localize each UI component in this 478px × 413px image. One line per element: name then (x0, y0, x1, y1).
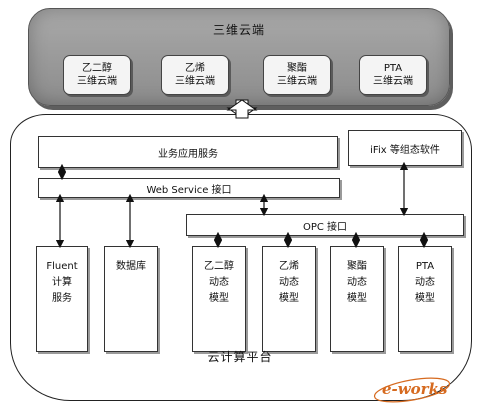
top-item-pta: PTA 三维云端 (359, 55, 427, 95)
top-item-ethylene-glycol: 乙二醇 三维云端 (63, 55, 131, 95)
model-line1: 聚酯 (347, 261, 367, 272)
model-line2: 动态 (279, 277, 299, 288)
model-line3: 模型 (209, 293, 229, 304)
database-box: 数据库 (104, 246, 158, 352)
platform-label: 云计算平台 (207, 350, 273, 364)
model-line1: 乙烯 (279, 261, 299, 272)
top-item-line1: 聚酯 (287, 63, 307, 74)
model-line3: 模型 (347, 293, 367, 304)
svg-text:e-works: e-works (382, 380, 448, 398)
top-item-ethylene: 乙烯 三维云端 (161, 55, 229, 95)
top-item-line1: 乙二醇 (82, 63, 112, 74)
web-service-label: Web Service 接口 (146, 184, 232, 196)
model-line2: 动态 (415, 277, 435, 288)
top-item-line2: 三维云端 (373, 76, 413, 87)
opc-bar: OPC 接口 (186, 214, 464, 236)
model-line1: PTA (415, 261, 435, 272)
model-box-pta: PTA 动态 模型 (398, 246, 452, 352)
ifix-box: iFix 等组态软件 (348, 130, 462, 166)
fluent-line2: 计算 (52, 277, 72, 288)
opc-label: OPC 接口 (302, 221, 348, 233)
fluent-box: Fluent 计算 服务 (36, 246, 88, 352)
model-line3: 模型 (279, 293, 299, 304)
top-item-line2: 三维云端 (175, 76, 215, 87)
cloud-3d-band: 三维云端 乙二醇 三维云端 乙烯 三维云端 聚酯 三维云端 PTA 三维云端 (28, 8, 450, 106)
ifix-label: iFix 等组态软件 (370, 144, 440, 156)
model-line1: 乙二醇 (204, 261, 234, 272)
e-works-logo-art: e-works (373, 377, 451, 403)
fluent-line1: Fluent (46, 261, 78, 272)
fluent-line3: 服务 (52, 293, 72, 304)
model-box-ethylene-glycol: 乙二醇 动态 模型 (192, 246, 246, 352)
web-service-bar: Web Service 接口 (38, 178, 340, 198)
top-band-title: 三维云端 (212, 23, 265, 37)
model-box-polyester: 聚酯 动态 模型 (330, 246, 384, 352)
top-item-line2: 三维云端 (77, 76, 117, 87)
model-box-ethylene: 乙烯 动态 模型 (262, 246, 316, 352)
database-label: 数据库 (116, 261, 146, 272)
model-line2: 动态 (209, 277, 229, 288)
model-line2: 动态 (347, 277, 367, 288)
top-item-line1: PTA (383, 63, 403, 74)
top-item-line2: 三维云端 (277, 76, 317, 87)
business-service-label: 业务应用服务 (158, 148, 218, 160)
top-item-polyester: 聚酯 三维云端 (263, 55, 331, 95)
model-line3: 模型 (415, 293, 435, 304)
e-works-logo: e-works (372, 372, 462, 404)
top-item-line1: 乙烯 (185, 63, 205, 74)
business-service-box: 业务应用服务 (38, 136, 338, 168)
